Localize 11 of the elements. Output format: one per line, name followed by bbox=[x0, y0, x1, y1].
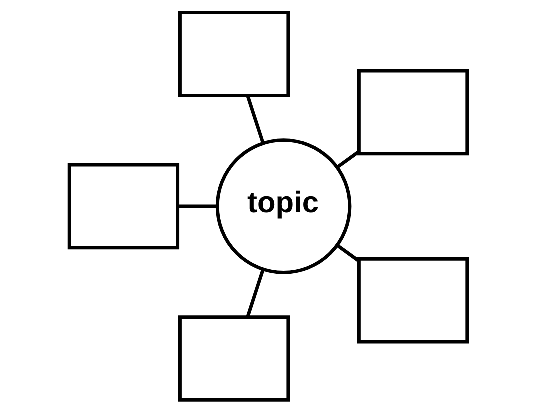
node-box bbox=[178, 11, 290, 98]
node-box bbox=[356, 257, 469, 344]
connector bbox=[246, 95, 264, 144]
connector bbox=[336, 244, 360, 263]
node-box bbox=[67, 163, 180, 250]
node-circle: topic bbox=[215, 138, 352, 274]
node-box bbox=[178, 316, 290, 402]
connector bbox=[336, 150, 360, 169]
connector bbox=[178, 204, 217, 208]
connector bbox=[246, 269, 264, 318]
node-box bbox=[356, 69, 469, 156]
